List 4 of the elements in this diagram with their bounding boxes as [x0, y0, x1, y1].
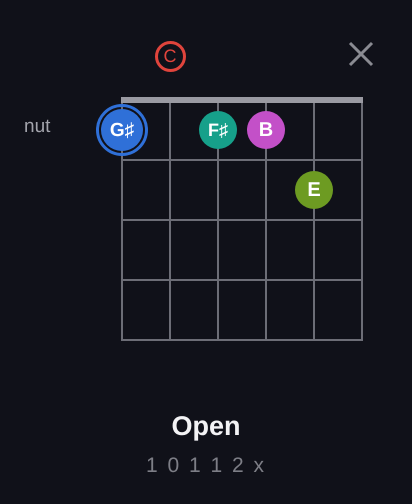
chord-name: Open — [170, 413, 242, 440]
nut-label: nut — [24, 117, 50, 136]
circled-note-marker: C — [154, 40, 186, 72]
fingering-label: 1 0 1 1 2 x — [144, 455, 268, 476]
